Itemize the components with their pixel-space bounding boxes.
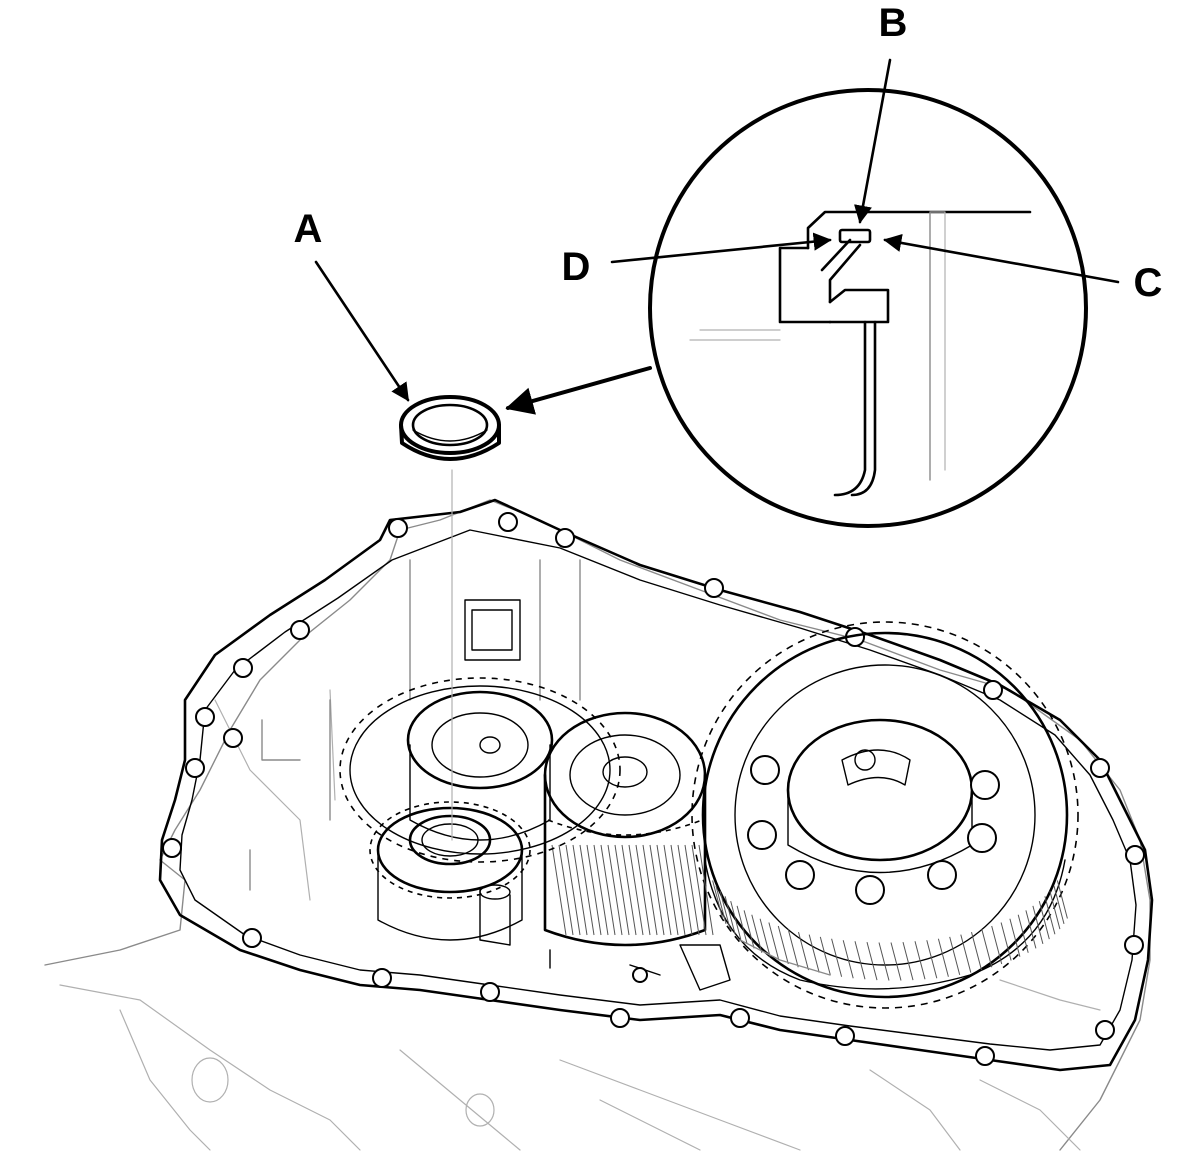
- callout-b-leader: [854, 58, 892, 224]
- lower-linkage-detail: [549, 939, 831, 991]
- countershaft-gear: [543, 711, 714, 947]
- callout-d-leader: [610, 232, 832, 264]
- callout-label-d: D: [562, 245, 591, 289]
- callout-a-leader: [314, 260, 410, 402]
- mainshaft-gear: [339, 677, 621, 863]
- callout-label-c: C: [1134, 261, 1163, 305]
- shaft-bearing-gear: [369, 801, 531, 946]
- callout-label-b: B: [879, 1, 908, 45]
- detail-view-circle: [648, 88, 1088, 528]
- differential-ring-gear: [691, 621, 1079, 1009]
- oil-seal-part: [399, 395, 501, 841]
- housing-internal-details: [249, 559, 581, 891]
- callout-label-a: A: [294, 207, 323, 251]
- detail-view-pointer-arrow: [505, 366, 652, 415]
- case-flange: [158, 498, 1154, 1072]
- callout-c-leader: [883, 233, 1120, 284]
